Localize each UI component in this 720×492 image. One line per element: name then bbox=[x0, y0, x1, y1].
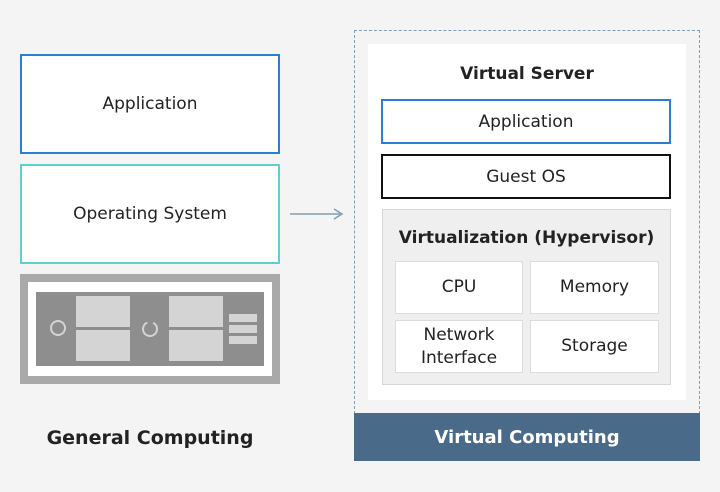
guest-os-layer: Guest OS bbox=[381, 154, 671, 199]
power-button-icon bbox=[50, 320, 66, 336]
drive-bay-icon bbox=[76, 296, 130, 327]
vent-slot-icon bbox=[229, 336, 257, 344]
resource-storage-label: Storage bbox=[561, 336, 628, 357]
general-os-label: Operating System bbox=[73, 204, 227, 224]
resource-cpu-label: CPU bbox=[441, 277, 477, 298]
virtual-application-layer: Application bbox=[381, 99, 671, 144]
hardware-details-icon bbox=[50, 296, 257, 361]
virtual-server-title: Virtual Server bbox=[460, 64, 594, 84]
virtual-application-label: Application bbox=[478, 111, 574, 132]
resource-network-interface: Network Interface bbox=[395, 320, 523, 373]
resource-memory: Memory bbox=[530, 261, 659, 314]
general-computing-title: General Computing bbox=[46, 427, 254, 449]
vent-slot-icon bbox=[229, 314, 257, 322]
general-application-layer: Application bbox=[20, 54, 280, 154]
resource-cpu: CPU bbox=[395, 261, 523, 314]
general-os-layer: Operating System bbox=[20, 164, 280, 264]
general-application-label: Application bbox=[102, 94, 198, 114]
drive-bay-icon bbox=[76, 330, 130, 361]
drive-bay-icon bbox=[169, 330, 223, 361]
virtual-computing-title: Virtual Computing bbox=[354, 413, 700, 461]
vent-slot-icon bbox=[229, 325, 257, 333]
virtual-computing-label: Virtual Computing bbox=[434, 426, 620, 448]
resource-network-label-line1: Network bbox=[423, 325, 495, 346]
resource-network-label-line2: Interface bbox=[420, 347, 498, 368]
cycle-icon bbox=[142, 321, 158, 337]
resource-storage: Storage bbox=[530, 320, 659, 373]
drive-bay-icon bbox=[169, 296, 223, 327]
hypervisor-title: Virtualization (Hypervisor) bbox=[398, 228, 655, 248]
arrow-right-icon bbox=[290, 208, 344, 220]
guest-os-label: Guest OS bbox=[486, 166, 566, 187]
resource-memory-label: Memory bbox=[559, 277, 630, 298]
hardware-panel bbox=[36, 292, 264, 366]
